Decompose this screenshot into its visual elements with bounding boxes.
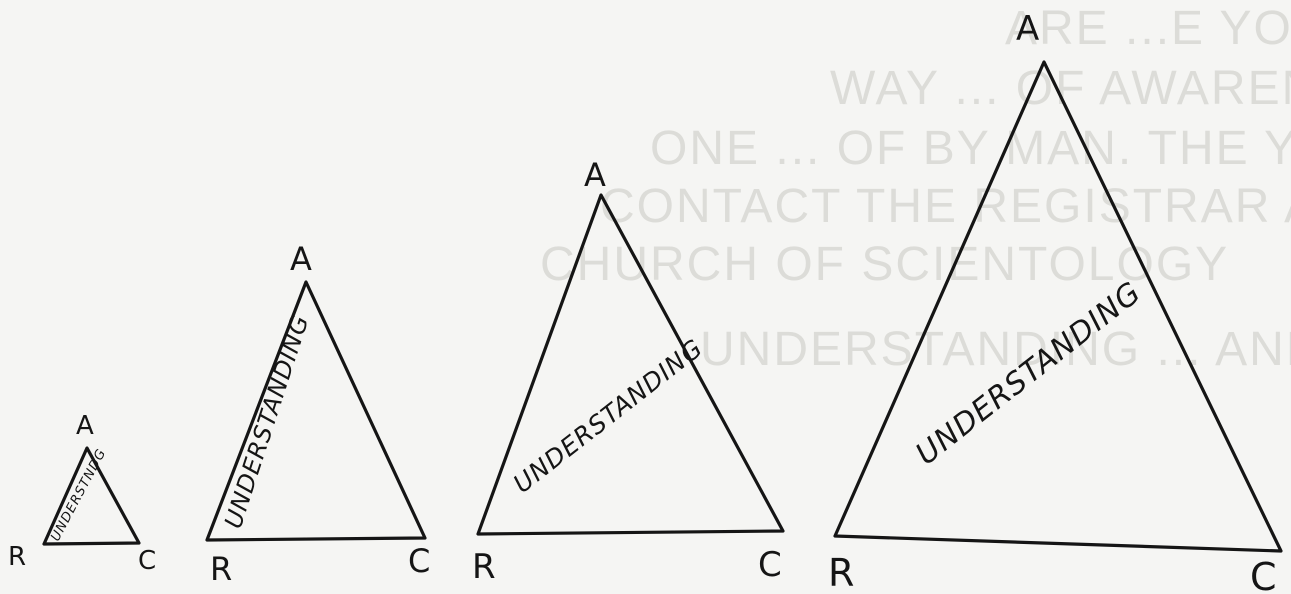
triangle-2-inside-label: UNDERSTANDING — [219, 311, 315, 532]
triangle-1-vertex-r: R — [8, 542, 26, 572]
triangle-1-inside-label: UNDERSTNDG — [48, 446, 109, 544]
triangle-3-outline — [476, 193, 785, 536]
triangle-1-outline — [42, 446, 141, 546]
triangle-3-vertex-a: A — [584, 156, 606, 194]
triangle-2: A R C UNDERSTANDING — [205, 240, 430, 588]
triangle-3-inside-label: UNDERSTANDING — [508, 333, 708, 499]
show-through-line-5: CHURCH OF SCIENTOLOGY — [540, 238, 1229, 291]
triangle-4-vertex-c: C — [1250, 555, 1277, 594]
show-through-line-3: ONE ... OF BY MAN. THE YOUR NEXT STEP NO… — [650, 122, 1291, 175]
triangle-2-vertex-c: C — [408, 542, 430, 580]
triangle-1-vertex-a: A — [76, 411, 94, 441]
triangle-1: A R C UNDERSTNDG — [8, 411, 156, 576]
triangle-4-vertex-a: A — [1016, 9, 1039, 49]
triangle-2-vertex-r: R — [210, 550, 232, 588]
show-through-line-1: ARE ...E YOU THE REST OF THE — [1005, 2, 1291, 55]
triangle-1-vertex-c: C — [138, 546, 156, 576]
show-through-line-6: UNDERSTANDING ... AND ... — [700, 323, 1291, 376]
triangle-2-vertex-a: A — [290, 240, 312, 278]
show-through-line-4: CONTACT THE REGISTRAR AT YOUR — [600, 180, 1291, 233]
triangle-3-vertex-c: C — [758, 545, 782, 585]
show-through-text: ARE ...E YOU THE REST OF THE WAY ... OF … — [540, 2, 1291, 376]
triangle-4-outline — [833, 60, 1283, 553]
triangle-2-outline — [205, 280, 427, 542]
triangle-4-vertex-r: R — [828, 551, 854, 594]
show-through-line-2: WAY ... OF AWARENESS AND ... TO — [830, 62, 1291, 115]
triangle-3-vertex-r: R — [472, 547, 496, 587]
